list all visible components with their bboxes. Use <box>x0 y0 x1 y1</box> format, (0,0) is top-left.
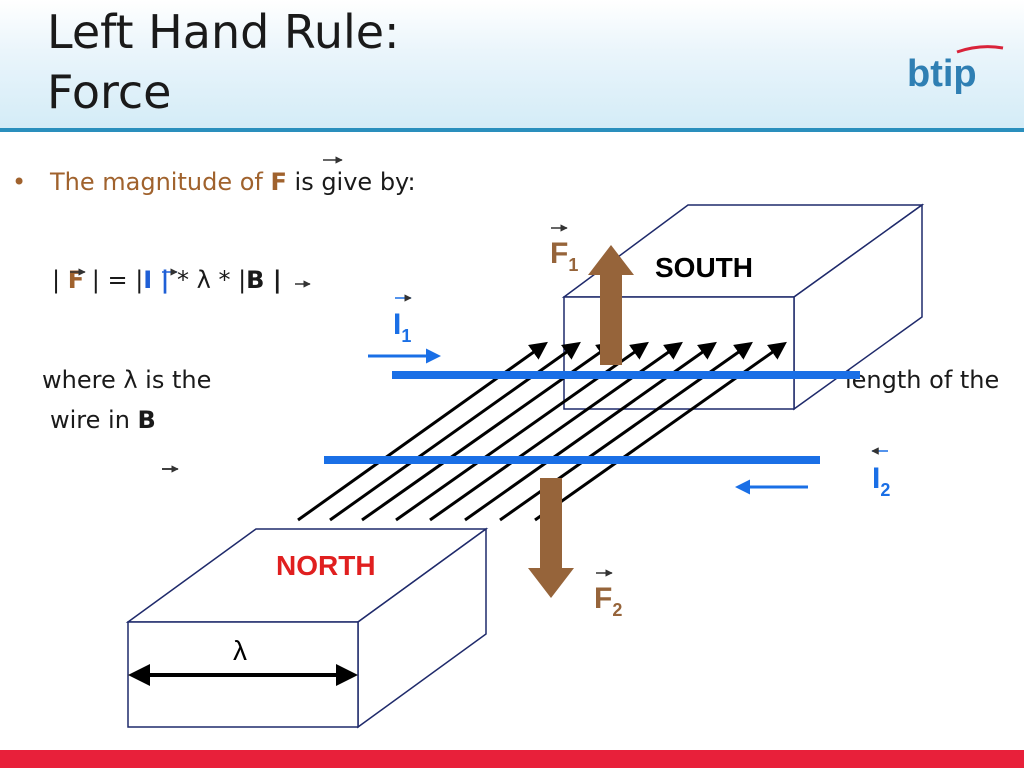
i1-label: I1 <box>393 308 411 346</box>
lambda-label: λ <box>233 635 247 666</box>
wire-1 <box>392 371 860 379</box>
south-label: SOUTH <box>655 252 753 283</box>
intro-suffix: is give by: <box>286 168 416 196</box>
wire-2 <box>324 456 820 464</box>
f1-label: F1 <box>550 237 578 275</box>
where-text-left: where λ is the <box>42 366 212 394</box>
lambda-arrowhead-left <box>128 664 150 686</box>
force-arrow-f1 <box>588 245 634 365</box>
vector-arrows <box>70 156 888 577</box>
btip-logo: btip <box>907 45 1004 95</box>
formula-bar-close: | <box>264 266 282 294</box>
formula-mid: | = | <box>84 266 144 294</box>
header-rule <box>0 128 1024 132</box>
title-line-2: Force <box>47 65 172 119</box>
north-magnet <box>125 527 489 729</box>
bullet-icon: • <box>12 168 27 196</box>
lambda-arrowhead-right <box>336 664 358 686</box>
f2-label: F2 <box>594 582 622 620</box>
intro-prefix: The magnitude of <box>50 168 271 196</box>
intro-f-symbol: F <box>270 168 287 196</box>
wire-in-b-symbol: B <box>137 406 156 434</box>
wire-in-text: wire in B <box>50 406 156 434</box>
field-line <box>297 341 548 522</box>
formula-bar-open: | <box>52 266 68 294</box>
formula-lambda: * λ * | <box>169 266 247 294</box>
title-line-1: Left Hand Rule: <box>47 5 400 59</box>
wire-in-label: wire in <box>50 406 138 434</box>
magnitude-formula: | F | = |I | * λ * |B | <box>52 266 282 294</box>
formula-i-symbol: I <box>143 266 153 294</box>
logo-text: btip <box>907 53 977 95</box>
where-text-right: length of the <box>845 366 1000 394</box>
intro-text: The magnitude of F is give by: <box>50 168 416 196</box>
slide-header <box>0 0 1024 128</box>
north-label: NORTH <box>276 550 376 581</box>
footer-bar <box>0 750 1024 768</box>
page-title: Left Hand Rule: Force <box>47 2 400 122</box>
formula-i-bar: | <box>152 266 170 294</box>
i2-label: I2 <box>872 462 890 500</box>
field-line <box>395 341 649 522</box>
formula-b-symbol: B <box>246 266 265 294</box>
force-arrow-f2 <box>528 478 574 598</box>
